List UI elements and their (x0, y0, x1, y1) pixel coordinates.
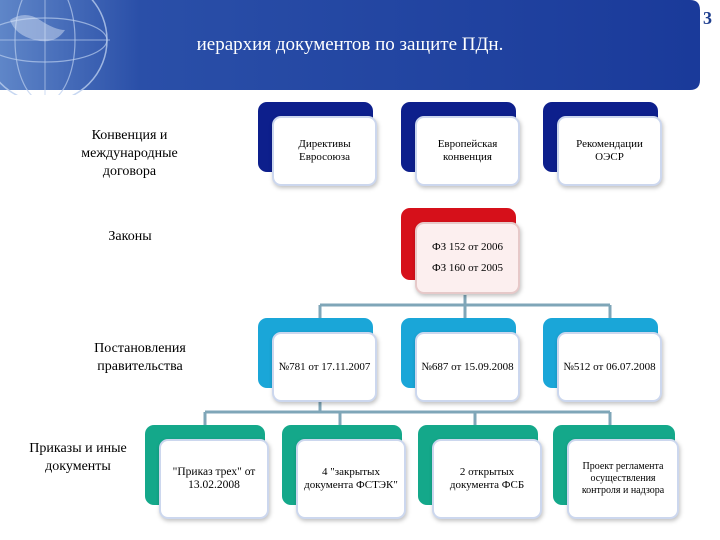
law-152: ФЗ 152 от 2006 (431, 241, 504, 253)
slide-title: иерархия документов по защите ПДн. (196, 34, 504, 55)
box-european-convention-label: Европейская конвенция (415, 116, 520, 186)
box-decree-781-label: №781 от 17.11.2007 (272, 332, 377, 402)
level-label-laws: Законы (108, 229, 152, 244)
box-control-regulation-label: Проект регламента осуществления контроля… (567, 439, 679, 519)
box-federal-laws-label: ФЗ 152 от 2006 ФЗ 160 от 2005 (415, 222, 520, 294)
level-label-government: Постановления правительства (94, 341, 186, 374)
header-banner: иерархия документов по защите ПДн. 3 (0, 0, 720, 100)
header-background (0, 0, 720, 100)
level-label-orders: Приказы и иные документы (29, 441, 127, 474)
box-decree-512-label: №512 от 06.07.2008 (557, 332, 662, 402)
law-160: ФЗ 160 от 2005 (431, 262, 504, 274)
box-order-of-three-label: "Приказ трех" от 13.02.2008 (159, 439, 269, 519)
box-decree-687-label: №687 от 15.09.2008 (415, 332, 520, 402)
level-label-conventions: Конвенция и международные договора (81, 128, 178, 179)
box-fsb-documents-label: 2 открытых документа ФСБ (432, 439, 542, 519)
box-fstec-documents-label: 4 "закрытых документа ФСТЭК" (296, 439, 406, 519)
globe-icon (0, 0, 110, 95)
slide-number: 3 (703, 8, 712, 28)
box-eu-directives-label: Директивы Евросоюза (272, 116, 377, 186)
box-oecd-recommendations-label: Рекомендации ОЭСР (557, 116, 662, 186)
